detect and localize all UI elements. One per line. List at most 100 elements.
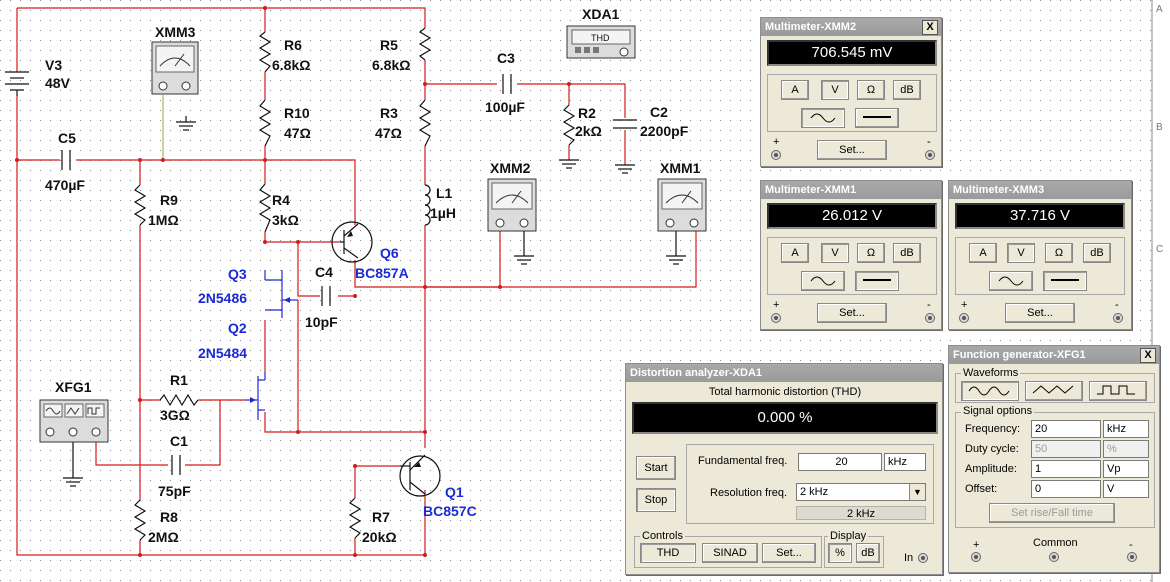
sine-wave-button[interactable] xyxy=(961,381,1019,401)
xda1-title-bar[interactable]: Distortion analyzer-XDA1 xyxy=(626,364,942,382)
r1[interactable]: R1 3GΩ xyxy=(160,372,190,423)
xmm3-set-button[interactable]: Set... xyxy=(1005,303,1075,323)
xda1-set-button[interactable]: Set... xyxy=(762,543,816,563)
resolution-freq-select[interactable]: 2 kHz ▼ xyxy=(796,483,926,501)
xmm3-mode-db-button[interactable]: dB xyxy=(1083,243,1111,263)
xda1-db-button[interactable]: dB xyxy=(856,543,880,563)
xmm1-mode-ohm-button[interactable]: Ω xyxy=(857,243,885,263)
triangle-wave-button[interactable] xyxy=(1025,381,1083,401)
r7[interactable]: R7 20kΩ xyxy=(362,509,397,545)
fundamental-freq-input[interactable]: 20 xyxy=(798,453,882,471)
duty-cycle-unit[interactable]: % xyxy=(1103,440,1149,458)
capacitor-c5[interactable]: C5 470µF xyxy=(45,130,85,193)
r3[interactable]: R3 47Ω xyxy=(375,105,402,141)
r7-ref: R7 xyxy=(372,509,390,525)
xfg1-common-terminal[interactable] xyxy=(1049,552,1059,562)
offset-input[interactable]: 0 xyxy=(1031,480,1101,498)
xfg1-minus-terminal[interactable] xyxy=(1127,552,1137,562)
r2[interactable]: R2 2kΩ xyxy=(575,105,602,139)
r6[interactable]: R6 6.8kΩ xyxy=(272,37,310,73)
xmm1-mode-db-button[interactable]: dB xyxy=(893,243,921,263)
r5[interactable]: R5 6.8kΩ xyxy=(372,37,410,73)
capacitor-c2[interactable]: C2 2200pF xyxy=(613,104,689,139)
xfg1-plus-terminal[interactable] xyxy=(971,552,981,562)
frequency-unit[interactable]: kHz xyxy=(1103,420,1149,438)
xmm2-mode-v-button[interactable]: V xyxy=(821,80,849,100)
capacitor-c3[interactable]: C3 100µF xyxy=(485,50,525,115)
xmm1-ac-button[interactable] xyxy=(801,271,845,291)
battery-v3[interactable]: V3 48V xyxy=(5,57,71,96)
xfg1-title-bar[interactable]: Function generator-XFG1 X xyxy=(949,346,1159,364)
sinad-button[interactable]: SINAD xyxy=(702,543,758,563)
capacitor-c4[interactable]: C4 10pF xyxy=(305,264,338,330)
thd-button[interactable]: THD xyxy=(640,543,696,563)
jfet-q3[interactable]: Q3 2N5486 xyxy=(198,266,298,318)
common-label: Common xyxy=(1033,537,1078,549)
xmm3-title-bar[interactable]: Multimeter-XMM3 xyxy=(949,181,1131,199)
xmm3-plus-terminal[interactable] xyxy=(959,313,969,323)
xmm3-dc-button[interactable] xyxy=(1043,271,1087,291)
fundamental-freq-unit[interactable]: kHz xyxy=(884,453,926,471)
inductor-l1[interactable]: L1 1µH xyxy=(424,184,456,226)
xmm1-minus-terminal[interactable] xyxy=(925,313,935,323)
xmm3-minus-terminal[interactable] xyxy=(1113,313,1123,323)
xmm2-title-bar[interactable]: Multimeter-XMM2 X xyxy=(761,18,941,36)
xmm3-label: XMM3 xyxy=(155,24,196,40)
xmm2-minus-terminal[interactable] xyxy=(925,150,935,160)
duty-cycle-input[interactable]: 50 xyxy=(1031,440,1101,458)
multimeter-xmm3-window[interactable]: Multimeter-XMM3 37.716 V A V Ω dB Set...… xyxy=(948,180,1132,330)
offset-unit[interactable]: V xyxy=(1103,480,1149,498)
xmm3-mode-v-button[interactable]: V xyxy=(1007,243,1035,263)
function-generator-window[interactable]: Function generator-XFG1 X Waveforms Sign… xyxy=(948,345,1160,573)
xmm1-set-button[interactable]: Set... xyxy=(817,303,887,323)
xmm2-plus-terminal[interactable] xyxy=(771,150,781,160)
xmm2-mode-db-button[interactable]: dB xyxy=(893,80,921,100)
distortion-analyzer-window[interactable]: Distortion analyzer-XDA1 Total harmonic … xyxy=(625,363,943,575)
square-wave-button[interactable] xyxy=(1089,381,1147,401)
xfg1-close-button[interactable]: X xyxy=(1140,348,1156,363)
xmm1-dc-button[interactable] xyxy=(855,271,899,291)
xmm2-mode-ohm-button[interactable]: Ω xyxy=(857,80,885,100)
multimeter-xmm2-window[interactable]: Multimeter-XMM2 X 706.545 mV A V Ω dB Se… xyxy=(760,17,942,167)
xmm1-title-bar[interactable]: Multimeter-XMM1 xyxy=(761,181,941,199)
r9[interactable]: R9 1MΩ xyxy=(148,192,179,228)
transistor-q1[interactable]: Q1 BC857C xyxy=(399,454,477,519)
r6-value: 6.8kΩ xyxy=(272,57,310,73)
xmm3-mode-a-button[interactable]: A xyxy=(969,243,997,263)
xmm3-mode-ohm-button[interactable]: Ω xyxy=(1045,243,1073,263)
offset-label: Offset: xyxy=(965,483,998,495)
transistor-q6[interactable]: Q6 BC857A xyxy=(331,221,409,281)
multimeter-xmm1-window[interactable]: Multimeter-XMM1 26.012 V A V Ω dB Set...… xyxy=(760,180,942,330)
r10[interactable]: R10 47Ω xyxy=(284,105,311,141)
jfet-q2[interactable]: Q2 2N5484 xyxy=(198,320,266,420)
r4[interactable]: R4 3kΩ xyxy=(272,192,299,228)
r8[interactable]: R8 2MΩ xyxy=(148,509,179,545)
xmm2-dc-button[interactable] xyxy=(855,108,899,128)
xmm2-mode-a-button[interactable]: A xyxy=(781,80,809,100)
c5-value: 470µF xyxy=(45,177,85,193)
xmm2-ac-button[interactable] xyxy=(801,108,845,128)
stop-button[interactable]: Stop xyxy=(636,488,676,512)
r2-value: 2kΩ xyxy=(575,123,602,139)
instrument-xmm3[interactable]: XMM3 xyxy=(151,24,199,95)
amplitude-input[interactable]: 1 xyxy=(1031,460,1101,478)
instrument-xfg1[interactable]: XFG1 xyxy=(39,379,109,443)
xmm2-set-button[interactable]: Set... xyxy=(817,140,887,160)
xmm1-plus-terminal[interactable] xyxy=(771,313,781,323)
instrument-xmm2[interactable]: XMM2 xyxy=(487,160,537,232)
xmm1-mode-a-button[interactable]: A xyxy=(781,243,809,263)
capacitor-c1[interactable]: C1 75pF xyxy=(158,433,191,499)
start-button[interactable]: Start xyxy=(636,456,676,480)
frequency-input[interactable]: 20 xyxy=(1031,420,1101,438)
c2-value: 2200pF xyxy=(640,123,689,139)
xmm2-minus-sign: - xyxy=(927,136,931,148)
percent-button[interactable]: % xyxy=(828,543,852,563)
in-terminal[interactable] xyxy=(918,553,928,563)
xmm2-close-button[interactable]: X xyxy=(922,20,938,35)
xmm1-mode-v-button[interactable]: V xyxy=(821,243,849,263)
amplitude-unit[interactable]: Vp xyxy=(1103,460,1149,478)
set-rise-fall-button[interactable]: Set rise/Fall time xyxy=(989,503,1115,523)
xmm3-ac-button[interactable] xyxy=(989,271,1033,291)
instrument-xmm1[interactable]: XMM1 xyxy=(657,160,707,232)
instrument-xda1[interactable]: XDA1 THD xyxy=(566,6,636,59)
